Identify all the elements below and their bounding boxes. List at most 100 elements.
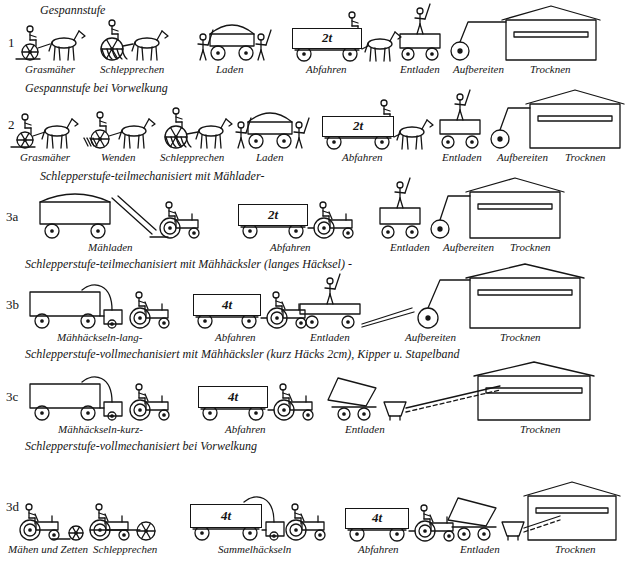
horse-head — [79, 31, 85, 38]
wheel-hub — [201, 532, 203, 534]
hopper-leg — [507, 536, 508, 540]
wheel-spoke — [25, 139, 33, 140]
step-label: Entladen — [460, 543, 500, 556]
tyre-rim — [134, 312, 146, 324]
tyre-rim — [134, 404, 146, 416]
shaft — [187, 132, 198, 134]
horse-head — [162, 31, 168, 38]
horse-leg — [151, 47, 152, 60]
wheel-hub — [255, 140, 257, 142]
tyre-rim — [318, 222, 330, 234]
wheel-hub — [255, 412, 257, 414]
wheel-hub — [311, 321, 313, 323]
load-label: 2t — [268, 208, 278, 222]
tyre-rim — [24, 524, 36, 536]
person-leg — [424, 518, 430, 519]
wheel-spoke — [142, 523, 147, 531]
row-heading: Schlepperstufe-teilmechanisiert mit Mähl… — [40, 170, 264, 184]
wheel-spoke — [100, 138, 109, 139]
row-number: 3b — [6, 298, 19, 313]
hopper — [384, 402, 406, 416]
blower-pipe — [460, 22, 506, 42]
person-leg — [200, 50, 203, 60]
step-label: Laden — [216, 63, 244, 76]
wheel-hub — [295, 529, 297, 531]
person-leg — [174, 216, 175, 222]
rake-tine — [166, 137, 171, 147]
person-head — [136, 384, 142, 390]
wheel-spoke — [25, 140, 29, 147]
hay-wagon — [210, 34, 254, 46]
step-label: Entladen — [400, 63, 440, 76]
hay-load — [248, 113, 292, 122]
person-body — [29, 32, 30, 40]
person-head — [397, 182, 403, 188]
row-heading: Gespannstufe — [40, 4, 105, 18]
steering — [282, 302, 285, 309]
wheel-spoke — [30, 51, 38, 52]
wheel-hub — [97, 230, 99, 232]
shaft — [123, 44, 133, 46]
wheel-spoke — [26, 45, 30, 52]
person-arm — [198, 44, 208, 45]
person-head — [173, 108, 179, 114]
wheel — [211, 46, 225, 60]
blower — [431, 220, 449, 238]
drying-floor — [514, 32, 588, 37]
horse-neck — [144, 119, 149, 128]
tyre-rim — [164, 222, 176, 234]
horse-tail — [132, 42, 135, 51]
row-number: 1 — [8, 36, 15, 51]
tractor-hood — [106, 522, 128, 530]
step-label: Entladen — [442, 151, 482, 164]
drawbar — [90, 529, 140, 530]
person-arm — [283, 393, 289, 395]
person-leg — [429, 519, 430, 525]
horse-leg — [124, 135, 125, 148]
pitchfork — [335, 274, 340, 289]
wheel-hub — [169, 227, 171, 229]
person-arm — [323, 211, 329, 213]
person-leg — [30, 39, 36, 40]
load-label: 4t — [372, 511, 382, 525]
person-leg — [35, 40, 36, 46]
drying-barn — [528, 496, 616, 540]
person-arm — [139, 301, 145, 303]
tyre-rim — [419, 525, 431, 537]
wheel-hub — [193, 232, 195, 234]
horse-leg — [375, 48, 376, 61]
steering — [145, 394, 148, 401]
wheel-hub — [283, 409, 285, 411]
exhaust — [121, 516, 122, 522]
tyre-rim — [271, 312, 283, 324]
wheel — [466, 136, 478, 148]
step-label: Abfahren — [215, 331, 256, 344]
barn-roof — [474, 362, 594, 376]
hopper-leg — [399, 416, 400, 420]
person-arm — [25, 123, 31, 125]
wheel — [249, 134, 263, 148]
tractor-hood — [176, 220, 198, 228]
conveyor — [362, 312, 414, 327]
horse-leg — [68, 47, 69, 60]
horse-leg — [66, 135, 67, 148]
wheel — [315, 530, 325, 540]
wheel-spoke — [100, 139, 105, 147]
horse-leg — [384, 48, 385, 61]
stacker-belt — [524, 520, 560, 532]
wheel-hub — [411, 231, 413, 233]
horse-leg — [201, 135, 202, 148]
barn-roof — [524, 482, 620, 496]
wheel-hub — [363, 413, 365, 415]
horse-leg — [206, 135, 207, 148]
horse-head — [149, 119, 155, 126]
barn-roof — [466, 264, 584, 278]
chassis — [193, 528, 259, 529]
wheel-spoke — [146, 530, 155, 531]
wheel-hub — [41, 412, 43, 414]
wagon-box: 2t — [238, 204, 308, 226]
person-head — [200, 34, 206, 40]
person-body — [98, 510, 99, 518]
horse-leg — [61, 135, 62, 148]
row-number: 3d — [6, 500, 19, 515]
